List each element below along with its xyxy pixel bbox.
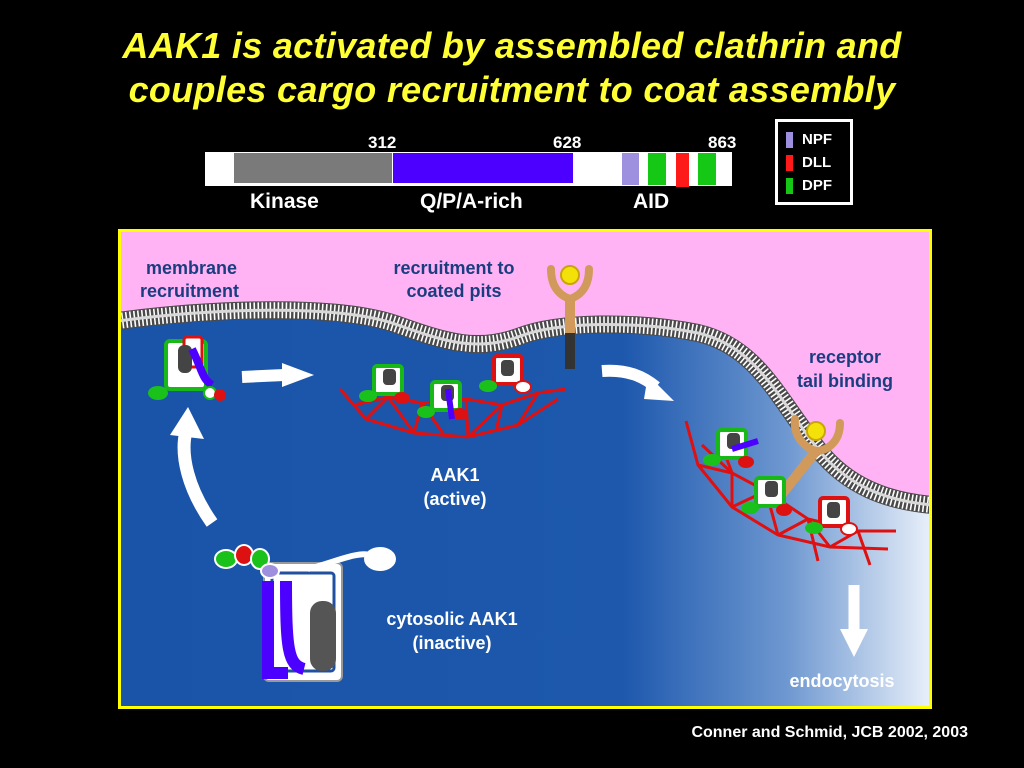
- dll-motif: [676, 153, 689, 187]
- label-receptor-tail: tail binding: [797, 371, 893, 391]
- npf-motif: [622, 153, 639, 185]
- mechanism-panel: membrane recruitment recruitment to coat…: [118, 229, 932, 709]
- dpf-swatch: [786, 178, 793, 194]
- qpa-rich-label: Q/P/A-rich: [420, 190, 523, 213]
- qpa-rich-domain: [393, 153, 573, 183]
- label-coated-pits: recruitment to: [393, 258, 514, 278]
- position-628: 628: [553, 133, 582, 152]
- aid-label: AID: [633, 190, 670, 213]
- cargo-receptor: [547, 265, 593, 369]
- label-cytosolic-aak1: (inactive): [412, 633, 491, 653]
- arrow-up-icon: [170, 407, 204, 439]
- membrane-aak1: [148, 335, 226, 401]
- dpf-motif: [648, 153, 666, 185]
- qpa-segment: [731, 438, 759, 452]
- legend-label: DLL: [802, 154, 832, 171]
- citation: Conner and Schmid, JCB 2002, 2003: [691, 724, 968, 741]
- label-membrane-recruitment: recruitment: [140, 281, 239, 301]
- legend-label: DPF: [802, 177, 832, 194]
- motif-legend: NPF DLL DPF: [775, 119, 853, 205]
- dpf-motif: [698, 153, 716, 185]
- arrow-up-icon: [177, 429, 218, 527]
- clathrin-lattice: [338, 387, 567, 439]
- arrow-right-icon: [282, 363, 314, 387]
- arrow-right-icon: [241, 369, 285, 383]
- kinase-label: Kinase: [250, 190, 319, 213]
- label-aak1-active: (active): [423, 489, 486, 509]
- legend-label: NPF: [802, 131, 832, 148]
- label-receptor-tail: receptor: [809, 347, 881, 367]
- label-endocytosis: endocytosis: [789, 671, 894, 691]
- label-cytosolic-aak1: cytosolic AAK1: [386, 609, 517, 629]
- title-line-1: AAK1 is activated by assembled clathrin …: [122, 25, 902, 66]
- label-membrane-recruitment: membrane: [146, 258, 237, 278]
- title-line-2: couples cargo recruitment to coat assemb…: [128, 69, 896, 110]
- label-coated-pits: coated pits: [406, 281, 501, 301]
- cytosolic-aak1: [214, 544, 396, 682]
- panel-labels: membrane recruitment recruitment to coat…: [140, 258, 895, 691]
- dll-swatch: [786, 155, 793, 171]
- npf-swatch: [786, 132, 793, 148]
- kinase-domain: [234, 153, 392, 183]
- arrow-down-icon: [840, 629, 868, 657]
- label-aak1-active: AAK1: [430, 465, 479, 485]
- panel-border: [118, 229, 932, 709]
- arrow-curved-icon: [644, 375, 674, 401]
- slide-title: AAK1 is activated by assembled clathrin …: [0, 24, 1024, 112]
- position-312: 312: [368, 133, 397, 152]
- position-863: 863: [708, 133, 737, 152]
- qpa-segment: [445, 388, 455, 420]
